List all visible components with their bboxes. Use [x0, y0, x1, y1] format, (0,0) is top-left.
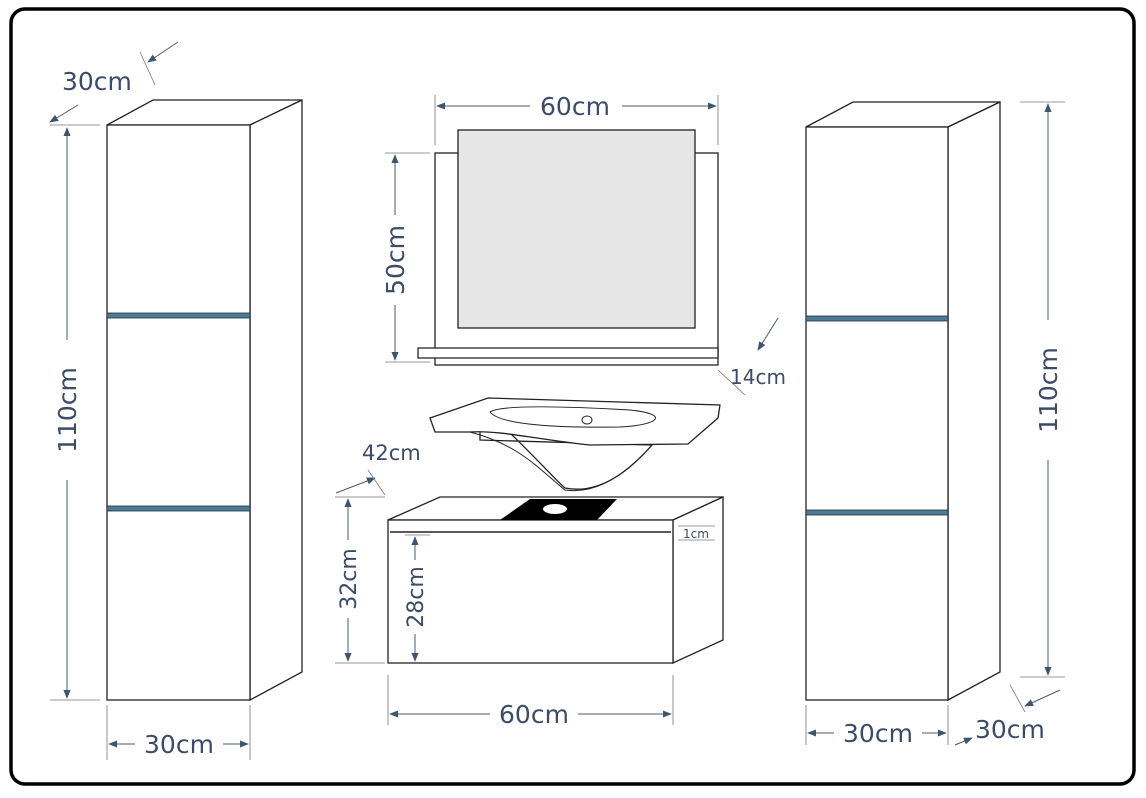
door-seam — [106, 505, 251, 512]
left-width-label: 30cm — [144, 730, 214, 759]
vanity-cabinet — [387, 495, 724, 665]
left-cabinet-dimensions: 110cm 30cm 30cm — [49, 41, 251, 760]
mirror-height-label: 50cm — [381, 225, 410, 295]
mirror-glass — [457, 129, 696, 329]
door-seam — [106, 312, 251, 319]
mirror-dimensions: 60cm 50cm 14cm — [380, 92, 786, 396]
right-height-label: 110cm — [1034, 347, 1063, 433]
vanity-height-label: 32cm — [337, 548, 362, 610]
door-seam — [805, 315, 949, 322]
mirror — [417, 129, 719, 366]
outer-frame — [9, 7, 1136, 786]
sink-basin — [429, 397, 721, 492]
vanity-depth-label: 42cm — [362, 441, 421, 465]
mirror-shelf-depth-label: 14cm — [730, 365, 786, 389]
left-height-label: 110cm — [53, 367, 82, 453]
mirror-width-label: 60cm — [540, 92, 610, 121]
right-width-label: 30cm — [843, 719, 913, 748]
left-tall-cabinet — [106, 98, 303, 702]
vanity-width-label: 60cm — [499, 700, 569, 729]
vanity-dimensions: 42cm 32cm 28cm 1cm 60cm — [334, 441, 715, 729]
drawer-height-label: 28cm — [404, 566, 429, 628]
left-depth-label: 30cm — [62, 67, 132, 96]
right-tall-cabinet — [805, 100, 1001, 702]
right-depth-label: 30cm — [975, 715, 1045, 744]
door-seam — [805, 509, 949, 516]
top-thickness-label: 1cm — [683, 527, 709, 541]
right-cabinet-dimensions: 110cm 30cm 30cm — [805, 101, 1065, 748]
